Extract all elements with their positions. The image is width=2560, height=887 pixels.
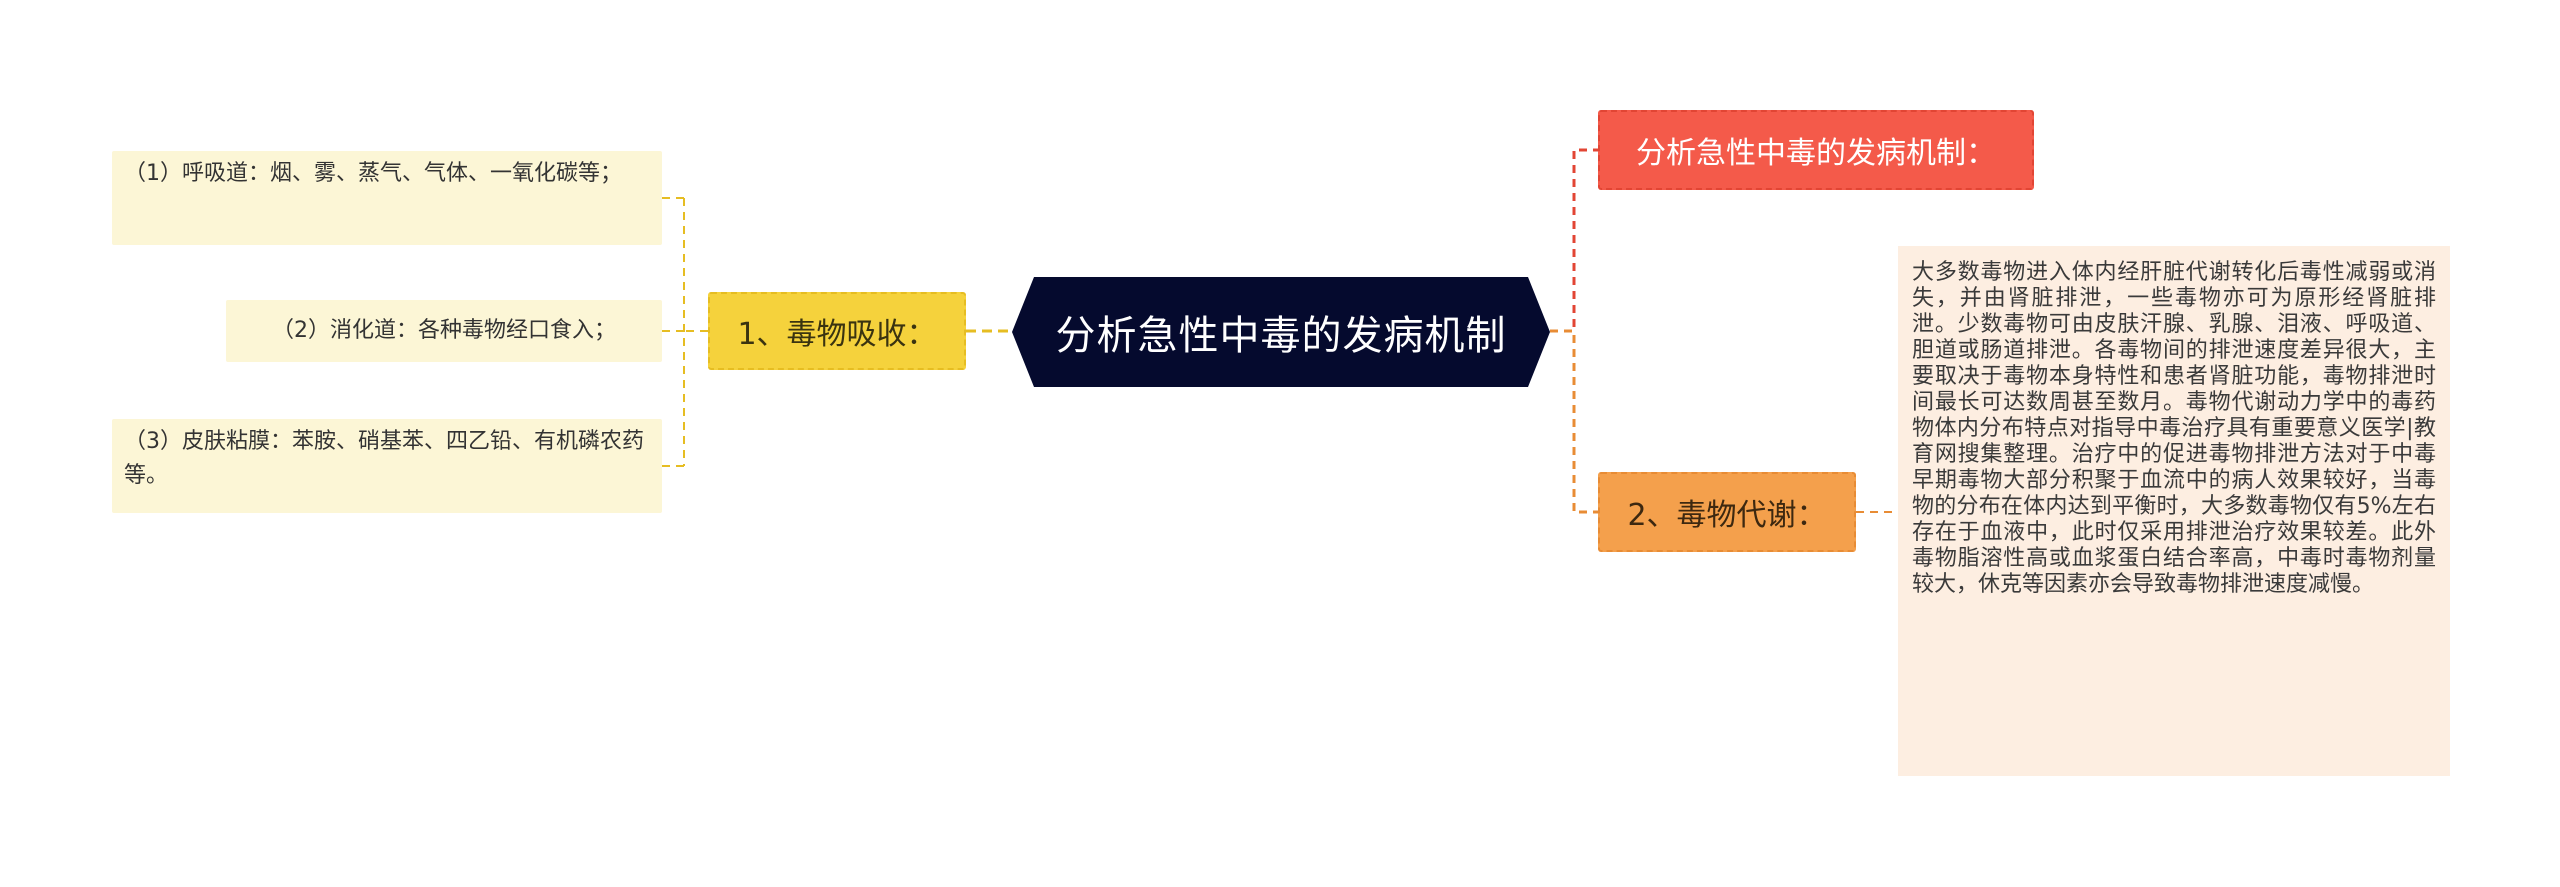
leaf-respiratory[interactable]: （1）呼吸道：烟、雾、蒸气、气体、一氧化碳等；: [112, 151, 662, 245]
branch-heading-label: 分析急性中毒的发病机制：: [1636, 136, 1996, 171]
metabolism-detail-text: 大多数毒物进入体内经肝脏代谢转化后毒性减弱或消失，并由肾脏排泄，一些毒物亦可为原…: [1912, 260, 2436, 597]
central-topic-label: 分析急性中毒的发病机制: [1055, 313, 1507, 359]
branch-metabolism-label: 2、毒物代谢：: [1627, 498, 1827, 533]
central-topic[interactable]: 分析急性中毒的发病机制: [1012, 277, 1550, 387]
branch-absorption-label: 1、毒物吸收：: [737, 317, 937, 352]
leaf-skin[interactable]: （3）皮肤粘膜：苯胺、硝基苯、四乙铅、有机磷农药等。: [112, 419, 662, 513]
leaf-respiratory-text: （1）呼吸道：烟、雾、蒸气、气体、一氧化碳等；: [124, 161, 622, 186]
connector-center-metabolism: [1550, 329, 1598, 514]
branch-heading[interactable]: 分析急性中毒的发病机制：: [1598, 110, 2034, 190]
leaf-digestive[interactable]: （2）消化道：各种毒物经口食入；: [226, 300, 662, 362]
connector-center-heading: [1550, 148, 1598, 333]
metabolism-detail[interactable]: 大多数毒物进入体内经肝脏代谢转化后毒性减弱或消失，并由肾脏排泄，一些毒物亦可为原…: [1898, 246, 2450, 776]
connector-absorption-leaves: [662, 197, 708, 467]
branch-metabolism[interactable]: 2、毒物代谢：: [1598, 472, 1856, 552]
branch-absorption[interactable]: 1、毒物吸收：: [708, 292, 966, 370]
leaf-digestive-text: （2）消化道：各种毒物经口食入；: [272, 318, 616, 343]
leaf-skin-text: （3）皮肤粘膜：苯胺、硝基苯、四乙铅、有机磷农药等。: [124, 429, 644, 488]
